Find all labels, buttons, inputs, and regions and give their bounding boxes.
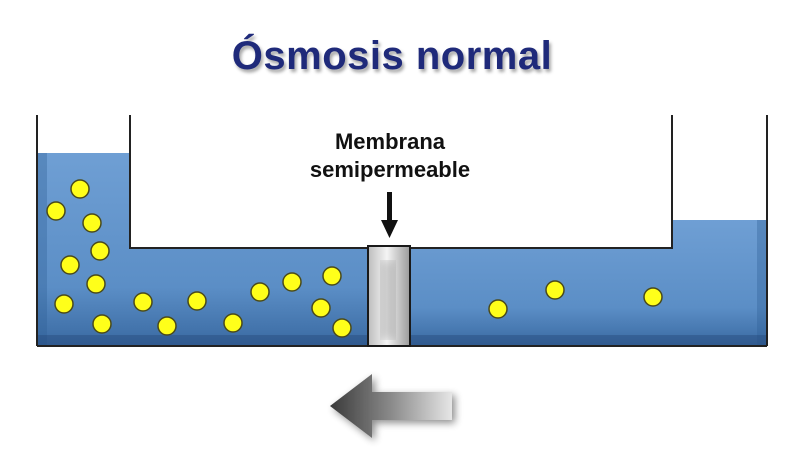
solute-particle bbox=[250, 282, 270, 302]
solute-particle bbox=[488, 299, 508, 319]
solute-particle bbox=[86, 274, 106, 294]
container-inner-wall bbox=[129, 115, 368, 249]
solute-particle bbox=[187, 291, 207, 311]
solute-particles bbox=[46, 179, 663, 338]
water-right-compartment bbox=[410, 220, 767, 345]
solute-particle bbox=[133, 292, 153, 312]
left-arrow-icon bbox=[330, 374, 452, 438]
solute-particle bbox=[92, 314, 112, 334]
solute-particle bbox=[282, 272, 302, 292]
solute-particle bbox=[332, 318, 352, 338]
solute-particle bbox=[157, 316, 177, 336]
solute-particle bbox=[46, 201, 66, 221]
semipermeable-membrane bbox=[367, 245, 411, 347]
solute-particle bbox=[90, 241, 110, 261]
solute-particle bbox=[223, 313, 243, 333]
down-arrow-icon bbox=[381, 192, 398, 238]
solute-particle bbox=[322, 266, 342, 286]
solute-particle bbox=[311, 298, 331, 318]
membrane-shadow bbox=[380, 260, 396, 340]
water-right-edge-shade bbox=[757, 220, 767, 345]
page-title: Ósmosis normal bbox=[231, 34, 553, 78]
solute-particle bbox=[82, 213, 102, 233]
solute-particle bbox=[70, 179, 90, 199]
container-inner-wall-right bbox=[410, 115, 673, 249]
membrane-label-line-2: semipermeable bbox=[309, 157, 471, 182]
solute-particle bbox=[643, 287, 663, 307]
solute-particle bbox=[545, 280, 565, 300]
membrane-label-line-1: Membrana bbox=[334, 129, 446, 154]
water-left-edge-shade bbox=[37, 153, 47, 345]
solute-particle bbox=[54, 294, 74, 314]
membrane-label: Membrana semipermeable bbox=[260, 128, 520, 184]
solute-particle bbox=[60, 255, 80, 275]
